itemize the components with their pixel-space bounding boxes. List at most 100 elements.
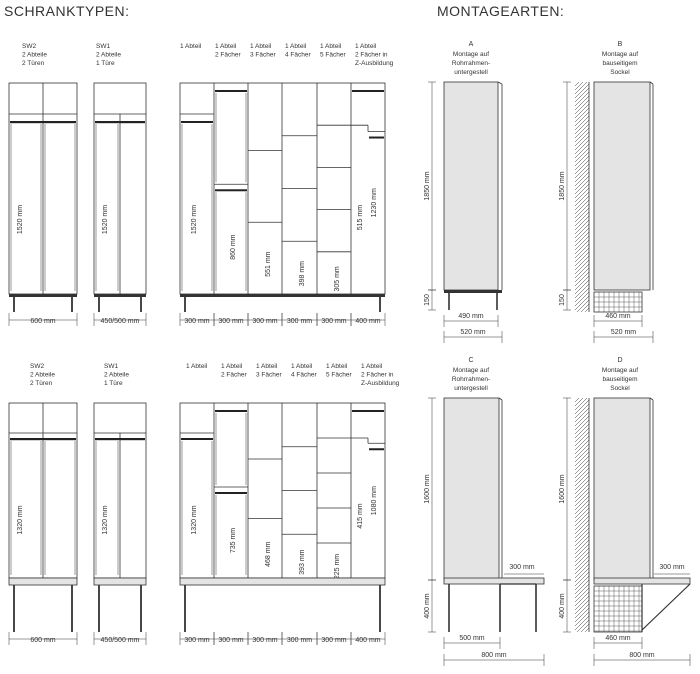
cabinet-type-label: 1 Abteil	[221, 363, 243, 370]
cabinet-type-label: SW2	[30, 363, 44, 370]
mount-c-base-height-label: 400 mm	[424, 593, 431, 618]
mount-d-side	[649, 397, 654, 401]
compartment-rail	[369, 136, 384, 139]
cabinet-base	[180, 294, 385, 297]
cabinet-sw2-rail	[10, 121, 76, 124]
mount-b-wall-line	[665, 82, 700, 312]
cabinet-type-label: 2 Abteile	[22, 52, 47, 59]
mount-b-width-label: 460 mm	[605, 313, 630, 320]
mount-b-wall-line	[575, 119, 589, 135]
compartment-rail	[181, 121, 213, 123]
mount-c-label: untergestell	[454, 385, 488, 392]
mount-d-depth-label: 800 mm	[629, 652, 654, 659]
mount-d-wall-line	[681, 398, 700, 632]
mount-b-wall-area	[575, 82, 589, 312]
mount-a-label: Rohrrahmen-	[452, 60, 490, 67]
mount-a-side	[497, 81, 503, 85]
compartment-rail	[215, 90, 247, 92]
cabinet-type-label: Z-Ausbildung	[361, 380, 400, 387]
mount-d-wall-line	[665, 398, 700, 632]
cabinet-type-label: SW2	[22, 43, 36, 50]
cabinet-sw1-rail	[95, 438, 145, 441]
cabinet-type-label: 1 Türe	[104, 380, 123, 387]
mount-b-height-label: 1850 mm	[559, 171, 566, 200]
mount-d-wall-line	[575, 511, 589, 527]
compartment-height-label: 735 mm	[230, 528, 237, 553]
cabinet-sw2-height-label: 1520 mm	[17, 205, 24, 234]
mount-d-height-label: 1600 mm	[559, 474, 566, 503]
mount-b-cabinet	[593, 81, 651, 291]
mount-b-wall-line	[575, 203, 589, 219]
cabinet-type-label: 4 Fächer	[285, 52, 311, 59]
cabinet-type-label: 2 Fächer in	[355, 52, 388, 59]
cabinet-type-label: 1 Abteil	[291, 363, 313, 370]
cabinet-type-label: 2 Abteile	[30, 372, 55, 379]
mount-d-wall-line	[575, 503, 589, 519]
mount-d-wall-line	[575, 423, 589, 439]
cabinet-sw1-rail	[95, 121, 145, 124]
cabinet-type-label: 5 Fächer	[326, 372, 352, 379]
mount-c-bench-label: 300 mm	[509, 564, 534, 571]
mount-b-wall-line	[681, 82, 700, 312]
mount-d-wall-line	[669, 398, 700, 632]
mount-b-label: bauseitigem	[602, 60, 637, 67]
mount-b-wall-line	[689, 82, 700, 312]
compartment-rail	[181, 438, 213, 440]
width-dimension-label: 600 mm	[30, 318, 55, 325]
cabinet-sw1-height-label: 1520 mm	[102, 205, 109, 234]
mount-a-label: untergestell	[454, 69, 488, 76]
mount-c-label: Rohrrahmen-	[452, 376, 490, 383]
cabinet-type-label: SW1	[96, 43, 110, 50]
mount-d-wall-line	[575, 427, 589, 443]
mount-d-plinth	[593, 585, 643, 633]
mount-b-wall-line	[575, 195, 589, 211]
cabinet-base	[9, 294, 77, 297]
cabinet-base-slab	[93, 577, 147, 586]
mount-b-wall-line	[575, 107, 589, 123]
width-dimension-label: 300 mm	[321, 637, 346, 644]
cabinet-type-label: 1 Abteil	[215, 43, 237, 50]
compartment-height-label: 1080 mm	[371, 486, 378, 515]
cabinet-type-label: 2 Fächer	[221, 372, 247, 379]
mount-a-depth-label: 520 mm	[460, 329, 485, 336]
cabinet-sw2-height-label: 1320 mm	[17, 505, 24, 534]
mount-d-bench-label: 300 mm	[659, 564, 684, 571]
mount-b-label: Sockel	[610, 69, 630, 76]
mount-a-width-label: 490 mm	[458, 313, 483, 320]
cabinet-type-label: SW1	[104, 363, 118, 370]
width-dimension-label: 450/500 mm	[101, 637, 140, 644]
mount-d-width-label: 460 mm	[605, 635, 630, 642]
mount-b-wall-line	[653, 82, 700, 312]
mount-d-wall-line	[685, 398, 700, 632]
mount-a-cabinet	[443, 81, 499, 291]
mount-b-wall-line	[575, 187, 589, 203]
mount-b-wall-line	[657, 82, 700, 312]
mount-d-wall-line	[575, 435, 589, 451]
mount-b-base-height-label: 150	[559, 294, 566, 306]
width-dimension-label: 600 mm	[30, 637, 55, 644]
mount-c-cabinet	[443, 397, 500, 581]
mount-a-height-label: 1850 mm	[424, 171, 431, 200]
width-dimension-label: 300 mm	[287, 637, 312, 644]
mount-b-wall-line	[575, 207, 589, 223]
mount-d-wall-line	[677, 398, 700, 632]
cabinet-type-label: 3 Fächer	[250, 52, 276, 59]
mount-b-letter: B	[618, 41, 623, 48]
compartment-height-label: 393 mm	[299, 549, 306, 574]
mount-a-label: Montage auf	[453, 51, 489, 58]
compartment-height-label: 468 mm	[265, 541, 272, 566]
mount-c-width-label: 500 mm	[459, 635, 484, 642]
cabinet-type-label: 1 Abteil	[256, 363, 278, 370]
cabinet-base-slab	[8, 577, 78, 586]
cabinet-type-label: 1 Abteil	[250, 43, 272, 50]
mount-b-wall	[575, 82, 700, 312]
compartment-height-label: 225 mm	[334, 554, 341, 579]
width-dimension-label: 300 mm	[252, 318, 277, 325]
mount-b-wall-line	[575, 115, 589, 131]
mount-b-wall-line	[669, 82, 700, 312]
compartment-height-label: 1520 mm	[191, 205, 198, 234]
mount-b-wall-line	[575, 267, 589, 283]
mount-b-wall-line	[673, 82, 700, 312]
mount-d-letter: D	[617, 357, 622, 364]
